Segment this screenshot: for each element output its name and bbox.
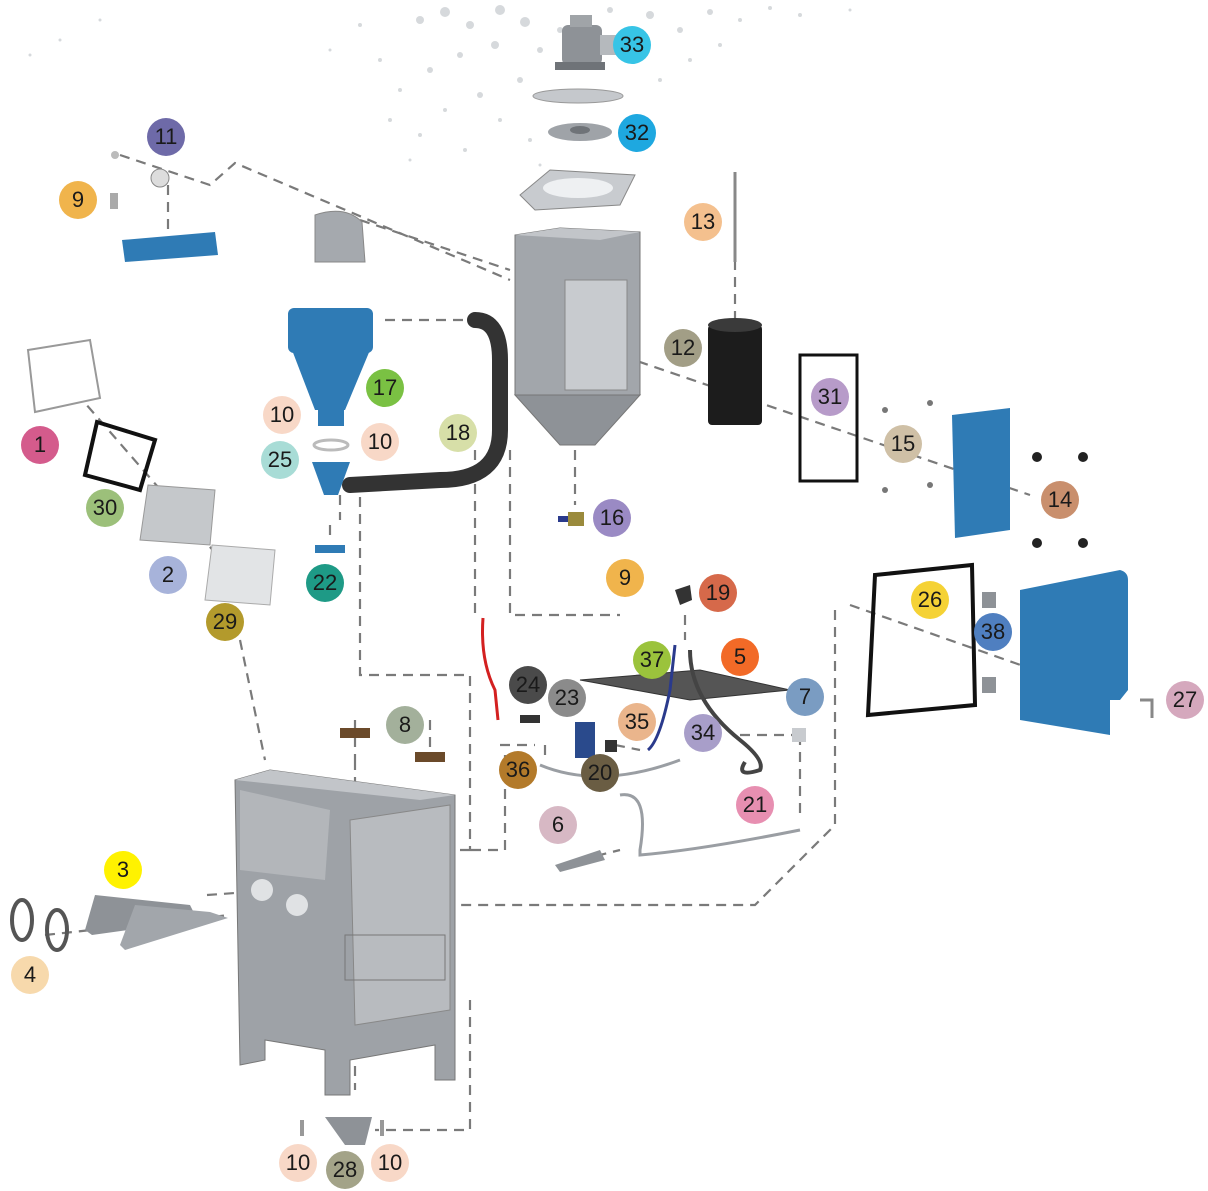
callout-9-lower: 9 [606,559,644,597]
callout-20: 20 [581,754,619,792]
callout-23: 23 [548,679,586,717]
callout-33: 33 [613,26,651,64]
callout-11: 11 [147,118,185,156]
fan-impeller-part [548,123,612,141]
media-hose-part [688,649,763,775]
door-handle-part [1140,698,1154,718]
callout-1: 1 [21,426,59,464]
motor-mount-plate [532,88,624,104]
callout-13: 13 [684,203,722,241]
callout-10-b: 10 [361,423,399,461]
callout-6: 6 [539,806,577,844]
callout-21: 21 [736,786,774,824]
cabinet-brackets [340,728,445,762]
callout-14: 14 [1041,481,1079,519]
callout-18: 18 [439,414,477,452]
callout-28: 28 [326,1151,364,1189]
door-gasket-part [798,353,859,483]
door-hinge-lower [982,677,996,693]
callout-7: 7 [786,678,824,716]
dump-valve-part [558,512,584,526]
valve-fitting-part [315,545,345,553]
foot-pedal-part [555,850,605,872]
callout-24: 24 [509,666,547,704]
callout-22: 22 [306,564,344,602]
panel-screws-part [882,400,933,493]
glove-port-cones [85,895,228,950]
callout-35: 35 [618,703,656,741]
door-panel [1020,570,1128,735]
motor-part [555,15,616,70]
callout-31: 31 [811,378,849,416]
discharge-cone-part [312,462,350,495]
callout-10-c: 10 [279,1144,317,1182]
callout-15: 15 [884,425,922,463]
clamp-rings [10,898,69,952]
callout-32: 32 [618,114,656,152]
filter-cartridge-part [708,318,762,425]
fan-housing-part [519,169,636,211]
callout-36: 36 [499,751,537,789]
media-hopper-part [325,1117,372,1145]
clamp-ring-part [312,438,350,452]
regulator-assembly [520,715,617,758]
blue-media-hose [646,644,677,752]
callout-29: 29 [206,603,244,641]
swivel-bracket-part [110,151,170,209]
callout-38: 38 [974,613,1012,651]
callout-2: 2 [149,556,187,594]
callout-5: 5 [721,638,759,676]
light-fixture-part [122,232,218,262]
callout-37: 37 [633,641,671,679]
blast-gun-part [675,585,692,605]
callout-3: 3 [104,851,142,889]
callout-9-upper: 9 [59,181,97,219]
callout-10-d: 10 [371,1144,409,1182]
callout-8: 8 [386,706,424,744]
callout-25: 25 [261,441,299,479]
decorative-dot-field [28,5,852,167]
fitting-part [792,728,806,742]
cyclone-separator-part [288,308,373,426]
window-protector [204,544,276,606]
callout-16: 16 [593,499,631,537]
callout-10-a: 10 [263,396,301,434]
callout-26: 26 [911,581,949,619]
door-gasket-frame [865,562,978,718]
hose-part [342,312,508,493]
callout-30: 30 [86,489,124,527]
callout-17: 17 [366,369,404,407]
window-glass [139,484,216,546]
pedal-line-tube [619,793,801,857]
elbow-duct-part [314,210,366,263]
window-gasket [82,419,158,493]
cabinet-body [234,769,456,1096]
callout-19: 19 [699,574,737,612]
dust-collector-part [513,227,642,446]
access-panel-part [952,408,1010,538]
red-air-hose [481,617,500,721]
bolts-part [300,1120,384,1136]
callout-12: 12 [664,329,702,367]
foot-pedal-mat [579,669,791,701]
callout-27: 27 [1166,681,1204,719]
viewing-window-frame [26,338,102,414]
callout-4: 4 [11,956,49,994]
panel-knobs-part [1032,452,1088,548]
door-hinge-upper [982,592,996,608]
callout-34: 34 [684,714,722,752]
